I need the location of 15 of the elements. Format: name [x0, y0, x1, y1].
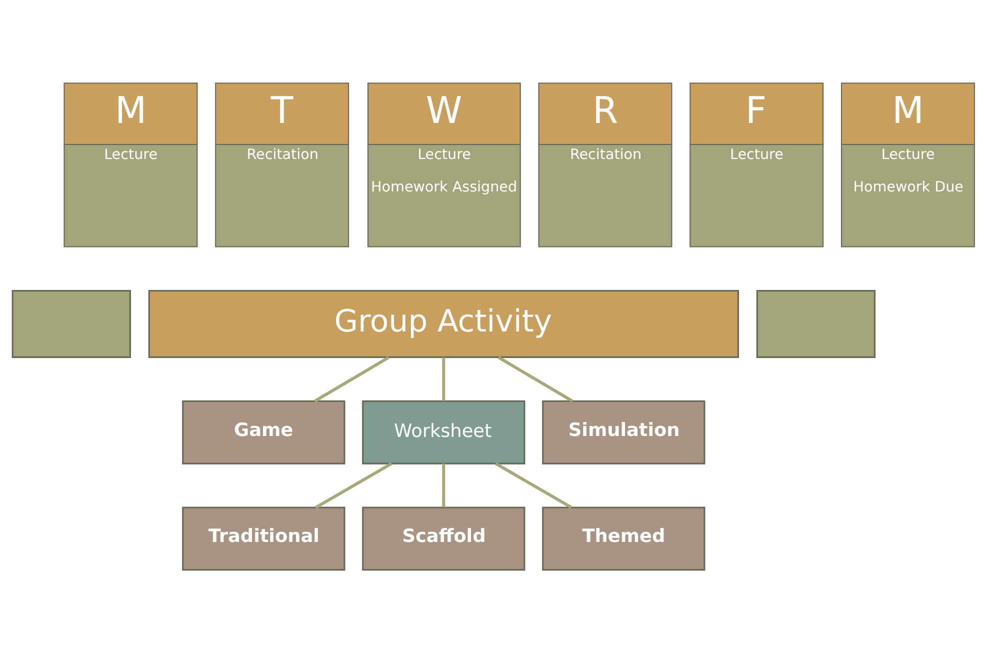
node-box: Simulation	[542, 400, 706, 464]
node-box: Scaffold	[362, 506, 526, 571]
node-box	[12, 290, 131, 358]
connector	[315, 462, 392, 509]
node-box: Game	[182, 400, 346, 464]
node-box: Worksheet	[362, 400, 526, 464]
node-box: Themed	[542, 506, 706, 571]
connector	[314, 356, 390, 402]
node-box: Group Activity	[148, 290, 739, 358]
connector	[442, 357, 446, 401]
connector	[498, 356, 574, 402]
connector	[442, 464, 446, 508]
node-box	[756, 290, 876, 358]
connector	[494, 462, 572, 509]
node-box: Traditional	[182, 506, 346, 571]
